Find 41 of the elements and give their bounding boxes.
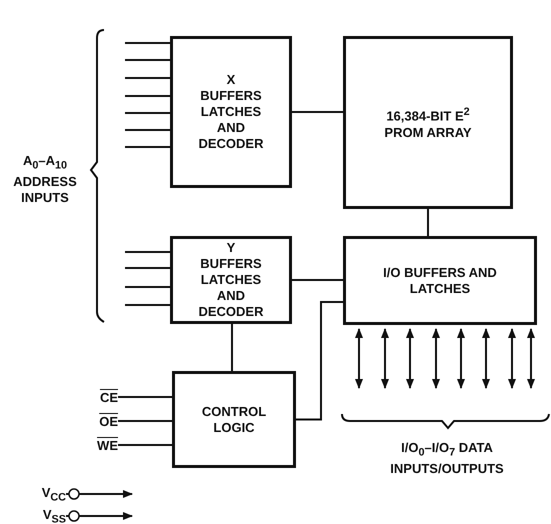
arrow — [432, 328, 440, 389]
arrow — [457, 328, 465, 389]
arrow — [381, 328, 389, 389]
pin-label: OE — [80, 412, 118, 430]
signal-line — [292, 111, 343, 113]
pin-label: V$_{CC}$ — [28, 484, 66, 504]
signal-line — [296, 301, 343, 420]
bus-label: A$_{0}$–A$_{10}$ ADDRESS INPUTS — [12, 153, 78, 206]
pin-label: V$_{SS}$ — [28, 506, 66, 524]
signal-line — [125, 42, 170, 44]
control-logic-block: CONTROL LOGIC — [172, 371, 296, 468]
decoder-block: Y BUFFERS LATCHES AND DECODER — [170, 236, 292, 324]
signal-line — [125, 77, 170, 79]
pin-label: WE — [80, 436, 118, 454]
buffer-block: I/O BUFFERS AND LATCHES — [343, 236, 537, 325]
arrow — [355, 328, 363, 389]
signal-line — [125, 59, 170, 61]
signal-line — [125, 129, 170, 131]
bus-label: I/O$_{0}$–I/O$_{7}$ DATA INPUTS/OUTPUTS — [389, 440, 505, 477]
signal-line — [125, 95, 170, 97]
signal-line — [125, 304, 170, 306]
signal-line — [427, 209, 429, 236]
signal-line — [118, 444, 172, 446]
signal-line — [125, 146, 170, 148]
arrow — [66, 488, 133, 500]
memory-array-block: 16,384-BIT E$^{2}$ PROM ARRAY — [343, 36, 513, 209]
decoder-block: X BUFFERS LATCHES AND DECODER — [170, 36, 292, 188]
arrow — [482, 328, 490, 389]
signal-line — [118, 396, 172, 398]
signal-line — [118, 420, 172, 422]
arrow — [527, 328, 535, 389]
arrow — [508, 328, 516, 389]
signal-line — [231, 324, 233, 371]
signal-line — [125, 267, 170, 269]
arrow — [406, 328, 414, 389]
arrow — [66, 510, 133, 522]
pin-label: CE — [80, 388, 118, 406]
signal-line — [292, 279, 343, 281]
signal-line — [125, 112, 170, 114]
signal-line — [125, 286, 170, 288]
signal-line — [125, 251, 170, 253]
